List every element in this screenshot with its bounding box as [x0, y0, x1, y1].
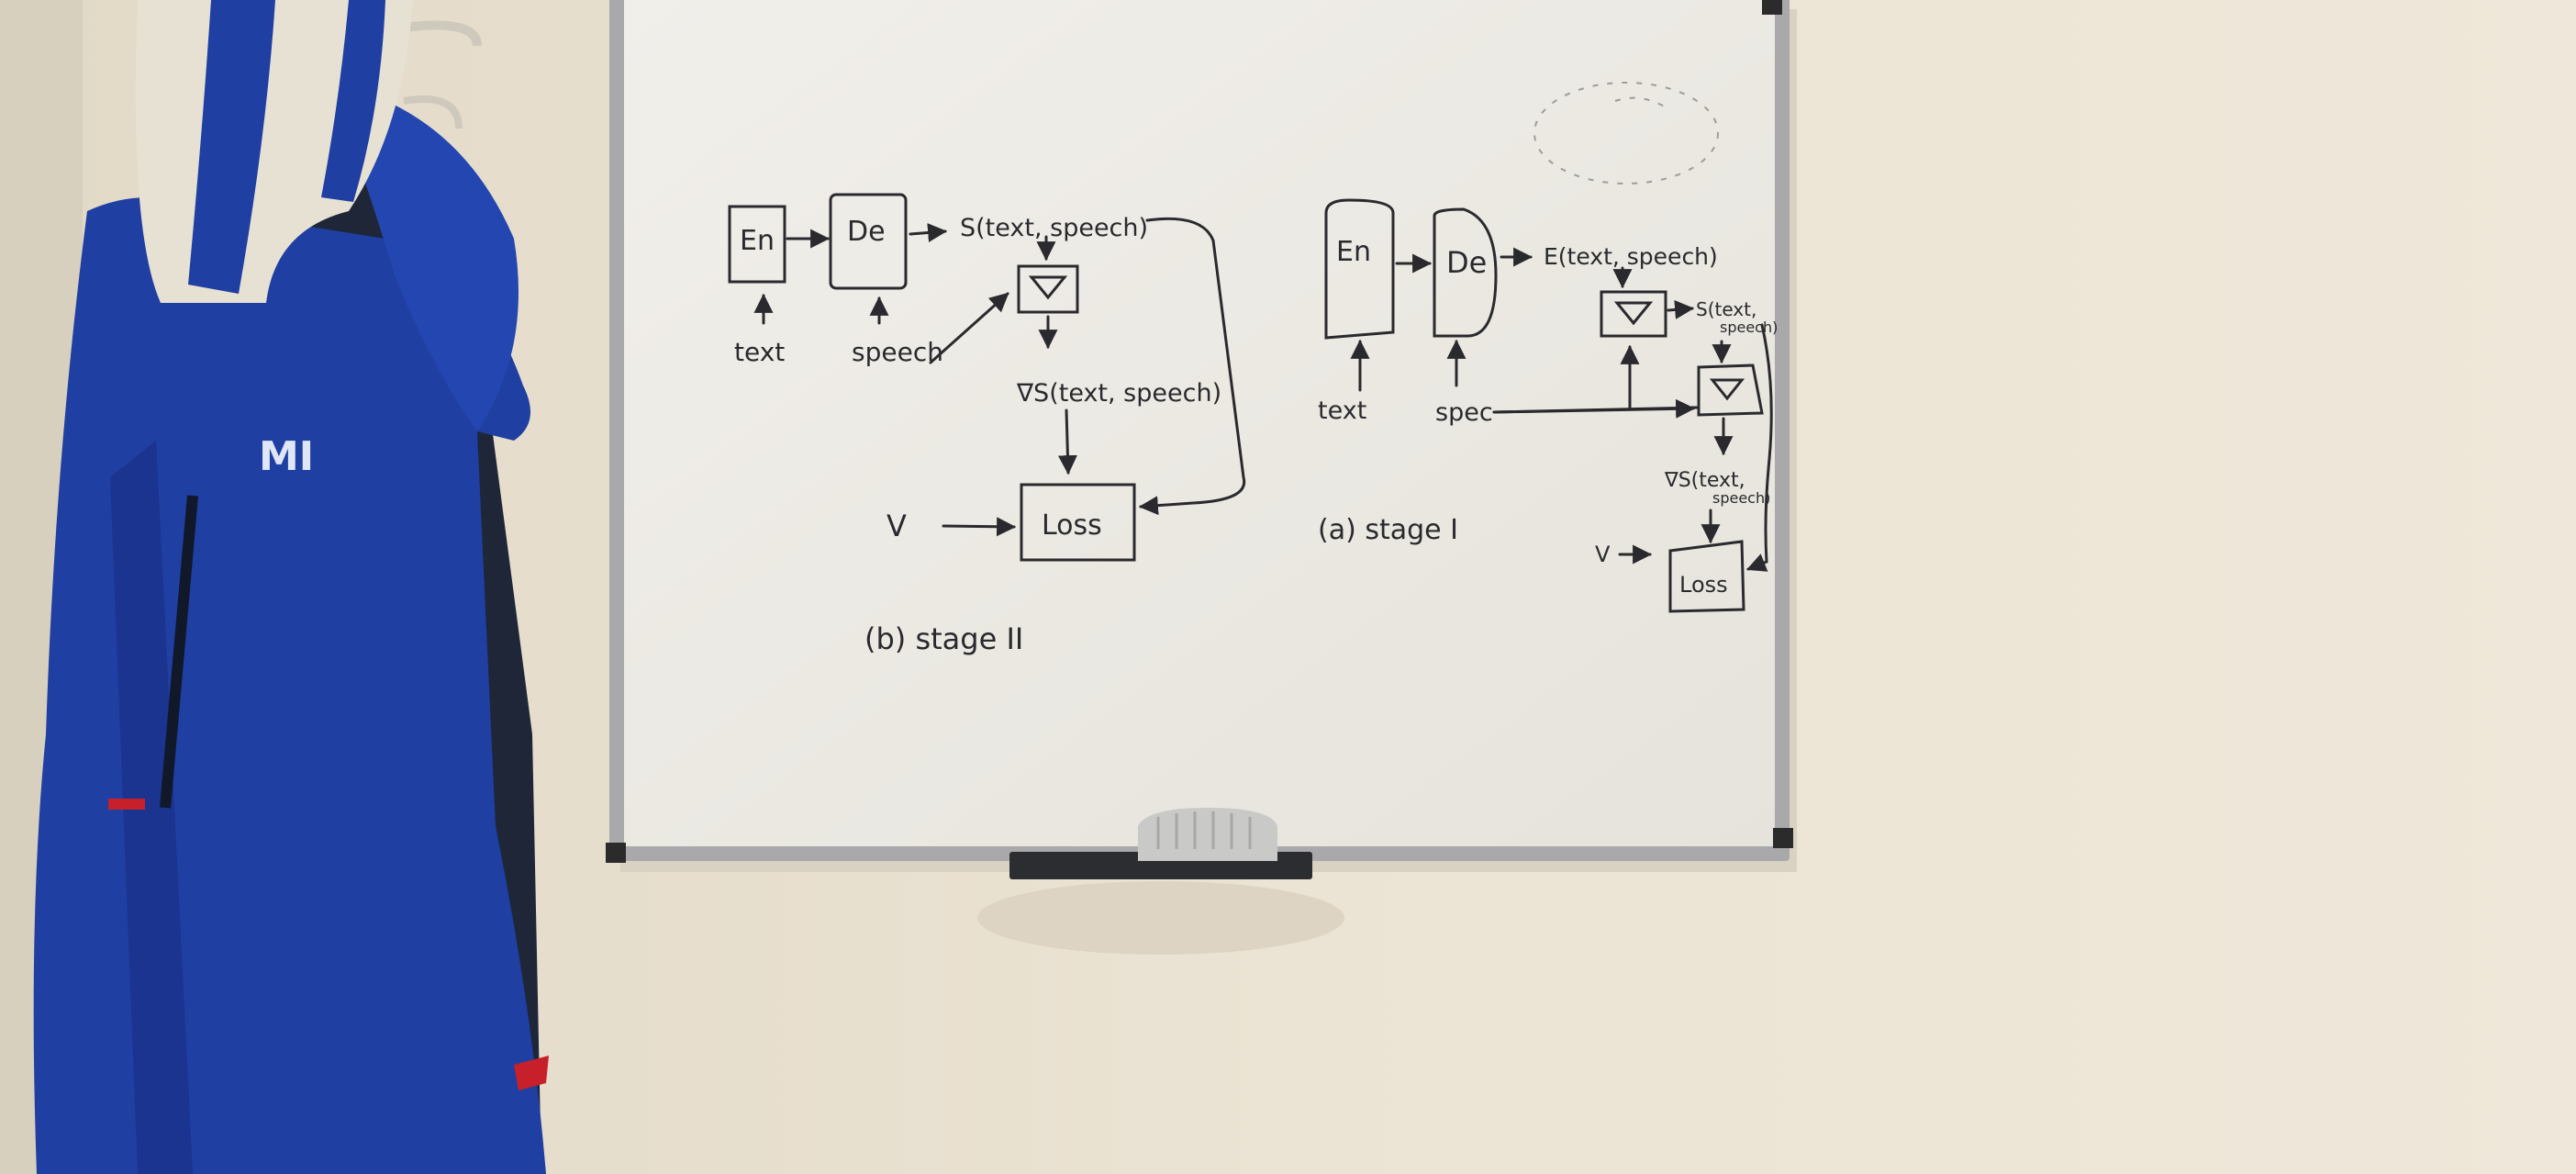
towel-stripe [321, 0, 385, 202]
caption-stage-one: (a) stage I [1318, 514, 1458, 546]
loss-box [1020, 483, 1136, 562]
decoder-box [829, 193, 908, 290]
label-decoder-a: De [1446, 245, 1487, 280]
gradient-box-a1 [1600, 290, 1667, 338]
jacket-logo: MI [259, 433, 314, 480]
loss-box-a [1668, 540, 1745, 613]
label-encoder-a: En [1336, 236, 1371, 268]
frame-corner [1762, 0, 1782, 15]
label-target-b: V [887, 509, 907, 543]
jacket-hood [330, 83, 519, 431]
whiteboard [624, 0, 1775, 846]
jacket-zip [160, 495, 198, 809]
label-loss-b: Loss [1042, 509, 1102, 542]
label-encoder-b: En [740, 225, 775, 257]
nabla-symbol-a1 [1613, 301, 1654, 326]
coat-hook [403, 95, 463, 129]
feedback-loop [1138, 217, 1246, 516]
feedback-loop-a [1746, 323, 1773, 572]
arrow-grad1-to-s [1667, 299, 1695, 319]
diagram-stage-one-labels: En De E(text, speech) text spec S(text, … [1318, 236, 1778, 598]
label-spec-a: spec [1435, 398, 1493, 427]
label-output-b: S(text, speech) [960, 214, 1148, 242]
frame-corner [606, 843, 626, 863]
label-side-output-1: S(text, [1696, 298, 1756, 320]
label-gradient-a-2: speech) [1712, 489, 1770, 507]
diagram-stage-one [1324, 198, 1773, 613]
eraser [1138, 808, 1277, 861]
gradient-box-a2 [1697, 363, 1764, 417]
encoder-box-a [1324, 198, 1395, 340]
frame-corner [1773, 828, 1793, 848]
encoder-box [728, 205, 786, 284]
label-target-a: V [1595, 542, 1611, 567]
jacket-red-accent [108, 799, 145, 810]
label-gradient-a-1: ∇S(text, [1664, 469, 1745, 492]
decoder-box-a [1433, 207, 1498, 338]
label-speech-b: speech [852, 337, 943, 367]
erased-scribble [1533, 82, 1719, 184]
caption-stage-two: (b) stage II [864, 621, 1023, 656]
diagram-stage-two [728, 193, 1246, 562]
label-gradient-b: ∇S(text, speech) [1016, 379, 1221, 408]
coat-hook [403, 20, 482, 47]
nabla-symbol-a2 [1709, 378, 1745, 401]
towel-stripe [188, 0, 275, 294]
arrow-speech-to-grad [929, 292, 1009, 364]
label-decoder-b: De [847, 216, 886, 248]
arrow-to-loss [1057, 408, 1077, 475]
eraser-ridges [1156, 811, 1252, 849]
arrow-line-to-grad2 [1492, 398, 1696, 419]
label-side-output-2: speech) [1720, 319, 1778, 336]
jacket: MI [33, 0, 549, 1174]
arrow-v-to-loss [942, 517, 1017, 537]
arrow-de-to-output [909, 223, 948, 242]
label-text-b: text [734, 337, 785, 367]
tray-shadow [977, 881, 1344, 955]
jacket-red-accent [514, 1056, 549, 1090]
gradient-box [1017, 264, 1079, 314]
label-loss-a: Loss [1679, 572, 1728, 598]
label-output-a: E(text, speech) [1544, 243, 1718, 270]
label-text-a: text [1318, 397, 1366, 425]
jacket-fold [110, 441, 193, 1174]
nabla-symbol [1028, 275, 1068, 300]
diagram-stage-two-labels: En De S(text, speech) text speech ∇S(tex… [734, 214, 1221, 656]
